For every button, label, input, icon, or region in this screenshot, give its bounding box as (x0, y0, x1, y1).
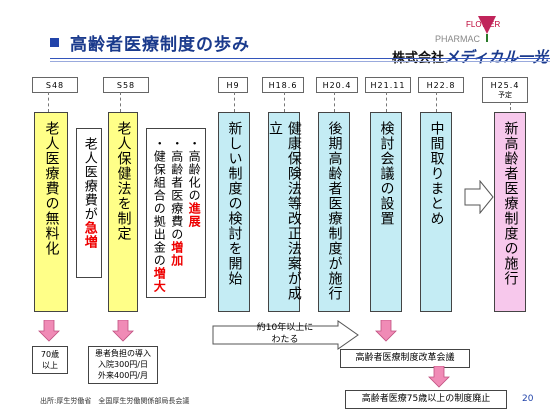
company-brand: メディカル一光 (444, 48, 548, 66)
note-age-threshold: 70歳 以上 (32, 346, 68, 374)
milestone-text: 新しい制度の検討を開始 (226, 121, 243, 286)
milestone-text: 老人保健法を制定 (115, 121, 132, 241)
era-label-note: 予定 (498, 90, 512, 99)
note-line: 外来400円/月 (98, 370, 148, 380)
milestone-new-system-study: 新しい制度の検討を開始 (218, 112, 250, 312)
issue-contribution-highlight: 増大 (152, 267, 167, 293)
connector-line (510, 102, 511, 115)
issue-list-text: ・高齢化の進展・高齢者医療費の増加・健保組合の拠出金の増大 (150, 137, 202, 297)
milestone-interim-report: 中間取りまとめ (420, 112, 452, 312)
issue-list: ・高齢化の進展・高齢者医療費の増加・健保組合の拠出金の増大 (146, 128, 206, 298)
issue-aging: ・高齢化の (187, 137, 202, 202)
connector-line (120, 92, 121, 112)
era-label: H18.6 (262, 77, 304, 93)
note-copay: 患者負担の導入 入院300円/日 外来400円/月 (88, 346, 158, 384)
connector-line (386, 92, 387, 112)
duration-arrow-icon (212, 320, 359, 350)
connector-line (234, 92, 235, 112)
down-arrow-icon (112, 320, 134, 342)
issue-cost-surge: 老人医療費が急増 (76, 128, 102, 278)
title-bullet (50, 38, 59, 47)
connector-line (436, 92, 437, 112)
down-arrow-icon (375, 320, 397, 342)
issue-aging-highlight: 進展 (187, 202, 202, 228)
header-divider (50, 58, 550, 59)
page-number: 20 (522, 394, 534, 404)
milestone-text: 検討会議の設置 (378, 121, 395, 226)
issue-contribution: ・健保組合の拠出金の (152, 137, 167, 267)
milestone-text: 後期高齢者医療制度が施行 (326, 121, 343, 301)
company-name: 株式会社メディカル一光 (392, 46, 548, 67)
milestone-text: 健康保険法等改正法案が成立 (267, 121, 302, 301)
logo-text-bottom: PHARMAC (435, 34, 481, 44)
milestone-elderly-health-law: 老人保健法を制定 (108, 112, 138, 312)
connector-line (334, 92, 335, 112)
milestone-late-elderly-system: 後期高齢者医療制度が施行 (318, 112, 350, 312)
duration-line: わたる (271, 334, 299, 345)
abolish-box: 高齢者医療75歳以上の制度廃止 (345, 390, 507, 409)
era-label: H25.4 予定 (482, 77, 528, 103)
page-title: 高齢者医療制度の歩み (70, 35, 250, 55)
era-label-main: H25.4 (490, 80, 520, 90)
note-line: 患者負担の導入 (95, 349, 151, 358)
issue-text-highlight: 急増 (81, 221, 97, 249)
milestone-text: 老人医療費の無料化 (43, 121, 60, 256)
note-line: 入院300円/日 (98, 359, 148, 369)
era-label: H9 (218, 77, 248, 93)
milestone-text: 新高齢者医療制度の施行 (502, 121, 519, 286)
milestone-law-passed: 健康保険法等改正法案が成立 (267, 112, 302, 312)
era-label: S58 (103, 77, 149, 93)
issue-cost-highlight: 増加 (169, 241, 184, 267)
right-arrow-icon (464, 180, 494, 214)
milestone-text: 中間取りまとめ (428, 121, 445, 226)
connector-line (284, 92, 285, 112)
source-note: 出所:厚生労働省 全国厚生労働関係部局長会議 (40, 397, 190, 405)
council-box: 高齢者医療制度改革会議 (340, 349, 470, 368)
down-arrow-icon (428, 366, 450, 388)
era-label: H21.11 (365, 77, 411, 93)
connector-line (48, 92, 49, 112)
note-line: 以上 (42, 360, 58, 370)
era-label: H22.8 (418, 77, 464, 93)
milestone-new-system-enforced: 新高齢者医療制度の施行 (494, 112, 526, 312)
issue-cost: ・高齢者医療費の (169, 137, 184, 241)
milestone-review-council: 検討会議の設置 (370, 112, 402, 312)
issue-text-main: 老人医療費が (81, 137, 97, 221)
flower-logo-icon (478, 16, 496, 42)
header-divider-light (50, 61, 550, 62)
note-line: 70歳 (40, 350, 60, 359)
era-label: S48 (32, 77, 78, 93)
down-arrow-icon (38, 320, 60, 342)
era-label: H20.4 (316, 77, 358, 93)
milestone-free-medical: 老人医療費の無料化 (34, 112, 68, 312)
duration-label: 約10年以上に わたる (230, 323, 340, 346)
issue-text: 老人医療費が急増 (80, 137, 98, 277)
duration-line: 約10年以上に (256, 323, 314, 333)
